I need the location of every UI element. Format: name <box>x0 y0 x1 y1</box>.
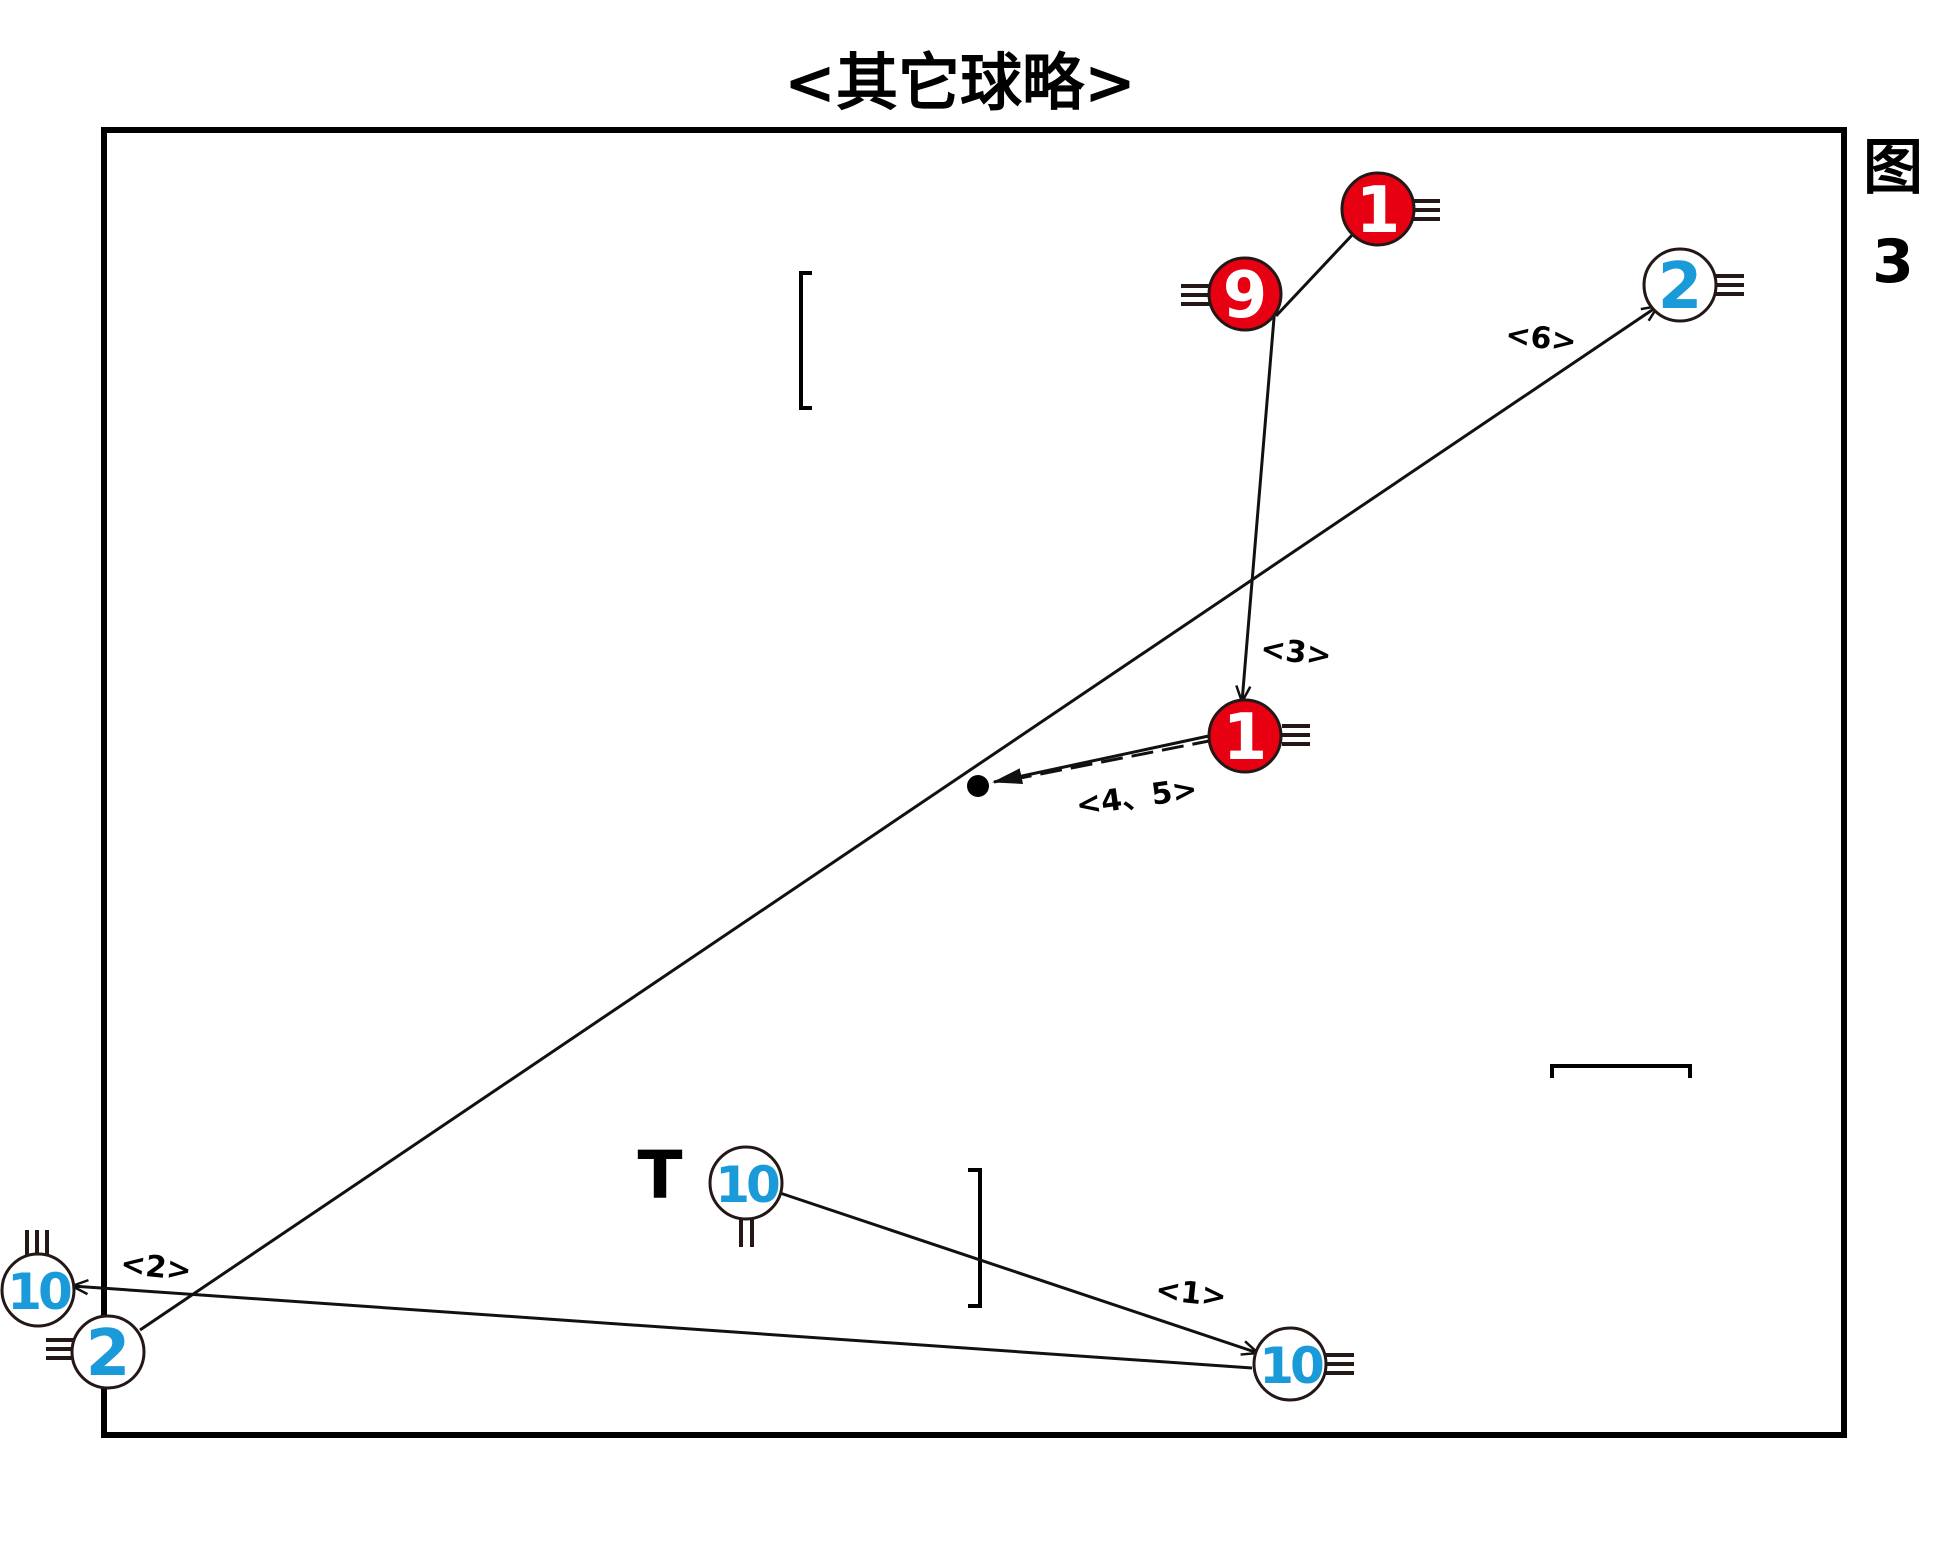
player-number: 2 <box>1658 250 1703 324</box>
player-number: 1 <box>1356 174 1401 248</box>
player-number: 10 <box>7 1263 71 1321</box>
player-rank-ticks <box>25 199 1744 1375</box>
pass-line-step-6 <box>139 306 1658 1332</box>
figure-label-char: 图 <box>1863 133 1923 203</box>
player-blue-10-right: 10 <box>1252 1326 1328 1402</box>
pass-line-step-1 <box>779 1191 1258 1353</box>
player-red-9: 9 <box>1207 256 1283 333</box>
player-blue-10-center: 10 <box>708 1145 784 1221</box>
diagram-title: <其它球略> <box>784 46 1136 119</box>
player-blue-2-top: 2 <box>1642 247 1718 324</box>
player-blue-2-bottom: 2 <box>70 1314 146 1391</box>
run-line-step-3 <box>1242 305 1277 702</box>
step-label-4-5: <4、5> <box>1074 772 1200 824</box>
dribble-line-step-4-5 <box>992 732 1219 784</box>
player-red-1-mid: 1 <box>1207 698 1283 775</box>
t-marker: T <box>637 1137 682 1214</box>
player-number: 10 <box>1259 1337 1323 1395</box>
player-number: 9 <box>1223 259 1268 333</box>
step-label-2: <2> <box>119 1246 193 1288</box>
pass-line-step-2 <box>72 1286 1253 1370</box>
court-boundary <box>101 127 1847 1438</box>
figure-label-number: 3 <box>1872 227 1914 297</box>
court-marker-right <box>1550 1064 1692 1078</box>
player-red-1-top: 1 <box>1340 171 1416 248</box>
ball <box>967 775 989 797</box>
pass-line-red-1-to-9 <box>1274 231 1356 318</box>
player-blue-10-left: 10 <box>0 1252 76 1328</box>
step-label-3: <3> <box>1259 631 1333 673</box>
step-label-6: <6> <box>1504 317 1578 359</box>
player-number: 10 <box>715 1156 779 1214</box>
court-marker-bottom <box>968 1168 982 1308</box>
player-number: 2 <box>86 1317 131 1391</box>
court-marker-top-left <box>799 271 812 410</box>
player-number: 1 <box>1223 701 1268 775</box>
step-label-1: <1> <box>1154 1272 1228 1314</box>
dribble-dashed-line-step-4-5 <box>1009 738 1215 782</box>
